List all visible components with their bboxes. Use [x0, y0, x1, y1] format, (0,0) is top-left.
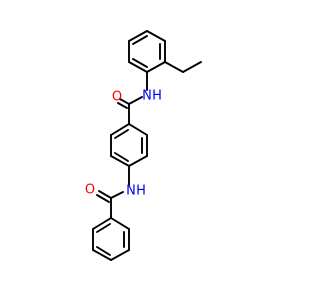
- amide-nitrogen-mid: N: [126, 184, 136, 199]
- carbonyl-oxygen-top: O: [112, 90, 122, 105]
- chemical-structure: O N H N H O: [85, 30, 202, 261]
- upper-amide: [117, 71, 148, 125]
- ethyl-group: [164, 61, 202, 73]
- amide-hydrogen-mid: H: [136, 184, 146, 199]
- ethylphenyl-ring: [128, 30, 166, 73]
- lower-amide: [96, 165, 130, 219]
- amide-nitrogen-top: N: [142, 89, 152, 104]
- benzoyl-ring: [92, 217, 130, 261]
- atom-labels: O N H N H O: [85, 89, 162, 199]
- central-benzene-ring: [110, 123, 148, 167]
- carbonyl-oxygen-low: O: [85, 183, 95, 198]
- amide-hydrogen-top: H: [152, 89, 162, 104]
